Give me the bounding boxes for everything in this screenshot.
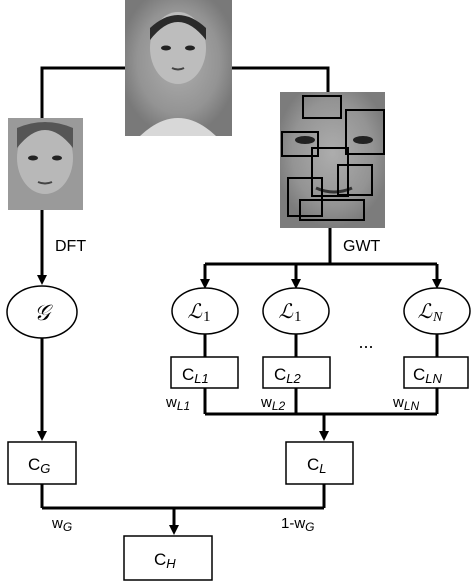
cl-main: C	[307, 455, 319, 474]
wg-main: w	[51, 515, 63, 532]
local-n-sub: N	[432, 310, 443, 325]
wl1-sub: L1	[177, 399, 190, 413]
classifier-cln: CLN	[403, 356, 469, 389]
svg-text:1-wG: 1-wG	[281, 515, 315, 534]
cl2-main: C	[274, 365, 286, 384]
svg-text:CG: CG	[28, 455, 50, 476]
svg-text:CLN: CLN	[413, 365, 443, 386]
wl2-sub: L2	[272, 399, 286, 413]
global-feature-node: 𝒢	[6, 285, 78, 339]
classifier-ch: CH	[123, 535, 213, 581]
svg-text:ℒ1: ℒ1	[279, 301, 302, 325]
cl1-main: C	[182, 365, 194, 384]
one-minus-wg-main: 1-w	[281, 515, 305, 532]
cl-sub: L	[319, 461, 326, 476]
cg-sub: G	[40, 461, 50, 476]
cg-main: C	[28, 455, 40, 474]
right-face-photo	[280, 92, 385, 228]
wl2-main: w	[260, 394, 272, 411]
classifier-cl2: CL2	[262, 356, 331, 389]
patch-boxes	[281, 95, 385, 221]
local-1-sub: 1	[203, 309, 211, 325]
local-1-symbol: ℒ	[188, 301, 203, 323]
svg-text:ℒN: ℒN	[418, 301, 443, 325]
local-2-sub: 1	[294, 309, 302, 325]
global-feature-symbol: 𝒢	[34, 300, 53, 325]
ellipsis-text: ...	[358, 332, 373, 352]
local-feature-node-2: ℒ1	[262, 287, 330, 335]
svg-text:CL2: CL2	[274, 365, 302, 386]
gwt-label: GWT	[343, 238, 381, 255]
svg-text:wLN: wLN	[392, 394, 420, 413]
cl2-sub: L2	[286, 371, 301, 386]
classifier-cl: CL	[285, 441, 354, 485]
dft-label: DFT	[55, 238, 86, 255]
svg-text:ℒ1: ℒ1	[188, 301, 211, 325]
top-to-right-connector	[232, 66, 330, 92]
top-face-photo	[125, 0, 232, 136]
local-n-symbol: ℒ	[418, 301, 433, 323]
classifier-cg: CG	[7, 441, 77, 485]
svg-text:wL1: wL1	[165, 394, 190, 413]
local-feature-node-n: ℒN	[403, 287, 471, 335]
wg-sub: G	[63, 520, 72, 534]
wln-main: w	[392, 394, 404, 411]
svg-text:CH: CH	[154, 550, 176, 571]
cln-sub: LN	[425, 371, 442, 386]
one-minus-wg-sub: G	[305, 520, 314, 534]
classifier-cl1: CL1	[170, 356, 239, 389]
wln-sub: LN	[404, 399, 420, 413]
local-2-symbol: ℒ	[279, 301, 294, 323]
svg-text:CL: CL	[307, 455, 327, 476]
cln-main: C	[413, 365, 425, 384]
ch-sub: H	[166, 556, 176, 571]
ch-main: C	[154, 550, 166, 569]
wl1-main: w	[165, 394, 177, 411]
left-face-photo	[8, 118, 83, 210]
svg-text:wL2: wL2	[260, 394, 286, 413]
local-feature-node-1: ℒ1	[171, 287, 239, 335]
svg-text:wG: wG	[51, 515, 72, 534]
svg-text:CL1: CL1	[182, 365, 209, 386]
top-to-left-connector	[40, 66, 125, 118]
cl1-sub: L1	[194, 371, 208, 386]
